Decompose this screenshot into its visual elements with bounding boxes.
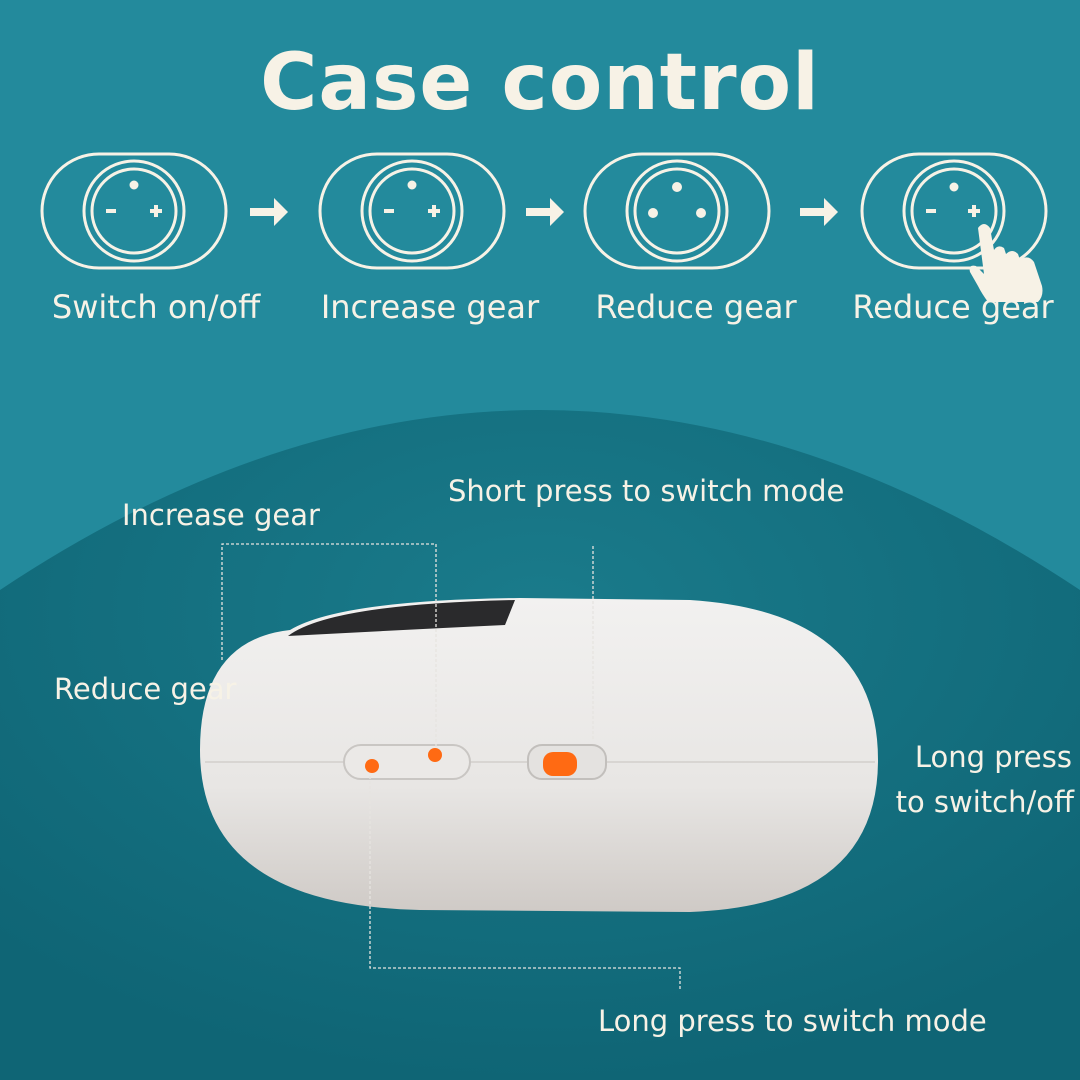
callout-long-press-power-1: Long press	[914, 740, 1072, 774]
mode-button	[543, 752, 577, 776]
callout-reduce-gear: Reduce gear	[54, 672, 237, 706]
step-icon-2	[318, 152, 506, 270]
step-icon-1	[40, 152, 228, 270]
charging-case	[200, 598, 878, 912]
callout-increase-gear: Increase gear	[122, 498, 320, 532]
callout-long-press-power-2: to switch/off	[895, 785, 1074, 819]
reduce-gear-button	[365, 759, 379, 773]
step-label-reduce: Reduce gear	[595, 288, 797, 326]
step-label-reduce-press: Reduce gear	[852, 288, 1054, 326]
callout-long-press-mode: Long press to switch mode	[598, 1004, 987, 1038]
step-label-increase: Increase gear	[320, 288, 540, 326]
callout-short-press: Short press to switch mode	[448, 474, 845, 508]
callout-lines	[221, 543, 681, 990]
increase-gear-button	[428, 748, 442, 762]
arrow-right-icon	[250, 198, 838, 226]
page-title: Case control	[260, 38, 820, 128]
pointing-hand-icon	[969, 224, 1043, 302]
step-icon-4	[860, 152, 1048, 270]
step-icon-3	[583, 152, 771, 270]
step-label-switch: Switch on/off	[51, 288, 261, 326]
